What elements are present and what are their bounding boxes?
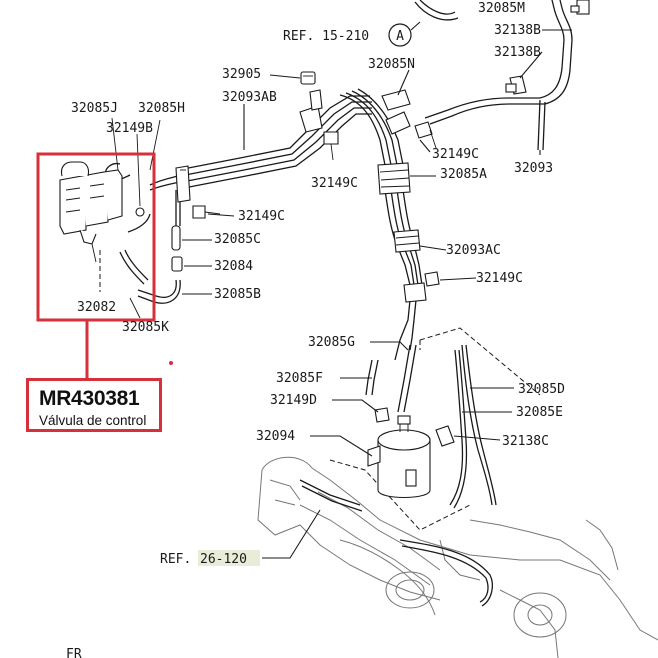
clamp-32085N (381, 89, 411, 135)
label-32093AC: 32093AC (446, 243, 501, 258)
label-32149C-mid: 32149C (311, 176, 358, 191)
label-32084: 32084 (214, 259, 253, 274)
ref-circle-letter: A (396, 29, 404, 44)
clip-32138B-upper (570, 0, 590, 15)
label-32138B-lower: 32138B (494, 45, 541, 60)
bolt-32149C-a (414, 121, 437, 149)
label-32085D: 32085D (518, 382, 565, 397)
pipe-bundle-main (177, 88, 423, 361)
part-description: Válvula de control (39, 413, 147, 428)
bolt-32149D (374, 407, 390, 423)
label-fr: FR (66, 647, 82, 658)
bolt-32149C-b (323, 131, 339, 161)
canister-32094 (367, 415, 431, 498)
mounting-bracket (329, 327, 541, 531)
label-32085A: 32085A (440, 167, 487, 182)
clamp-32093AC (393, 229, 421, 253)
ref-bottom-prefix: REF. (160, 552, 191, 567)
label-32149D: 32149D (270, 393, 317, 408)
pipe-32085G (397, 344, 417, 413)
bolt-32905 (300, 71, 316, 85)
clip-32138C (435, 425, 455, 447)
label-32085G: 32085G (308, 335, 355, 350)
ref-circle-a (388, 23, 412, 47)
label-32085J: 32085J (71, 101, 118, 116)
clamp-32085A (377, 162, 411, 195)
label-32905: 32905 (222, 67, 261, 82)
bracket-32093AB (299, 89, 323, 133)
bolt-32149C-d (424, 271, 440, 287)
label-32094: 32094 (256, 429, 295, 444)
pipe-32093 (414, 0, 573, 151)
part-callout-box: MR430381 Válvula de control (26, 378, 162, 432)
label-32082: 32082 (77, 300, 116, 315)
control-valve-32082 (59, 161, 145, 263)
label-32085H: 32085H (138, 101, 185, 116)
label-32149C-left: 32149C (238, 209, 285, 224)
label-32085K: 32085K (122, 320, 169, 335)
label-32138B-upper: 32138B (494, 23, 541, 38)
label-32093AB: 32093AB (222, 90, 277, 105)
clamp-lower (403, 282, 427, 303)
valve-leaders (99, 117, 161, 319)
pipe-32085D (461, 344, 497, 506)
hanger-bracket (175, 165, 191, 203)
label-32085F: 32085F (276, 371, 323, 386)
label-32149C-right: 32149C (476, 271, 523, 286)
pipe-32085E (449, 349, 468, 509)
bolt-32149C-c (192, 205, 221, 219)
ref-top-label: REF. 15-210 (283, 29, 369, 44)
valve-highlight-box (36, 152, 156, 322)
part-number: MR430381 (39, 387, 140, 410)
red-dot (169, 361, 173, 365)
clip-32138B-lower (505, 75, 527, 95)
label-32085N: 32085N (368, 57, 415, 72)
ref-bottom-highlight (198, 550, 260, 566)
label-32085C: 32085C (214, 232, 261, 247)
label-32085M: 32085M (478, 1, 525, 16)
label-32093: 32093 (514, 161, 553, 176)
label-32149C-upper: 32149C (432, 147, 479, 162)
label-32085E: 32085E (516, 405, 563, 420)
pipe-32085B (119, 249, 181, 304)
label-32138C: 32138C (502, 434, 549, 449)
pipe-lower-run (299, 479, 493, 607)
ref-bottom-code: 26-120 (200, 552, 247, 567)
label-leaders (182, 29, 572, 559)
label-32149B: 32149B (106, 121, 153, 136)
label-32085B: 32085B (214, 287, 261, 302)
pipe-32085F (365, 359, 379, 396)
fitting-32084 (171, 256, 183, 272)
engine-block-outline (257, 456, 658, 658)
